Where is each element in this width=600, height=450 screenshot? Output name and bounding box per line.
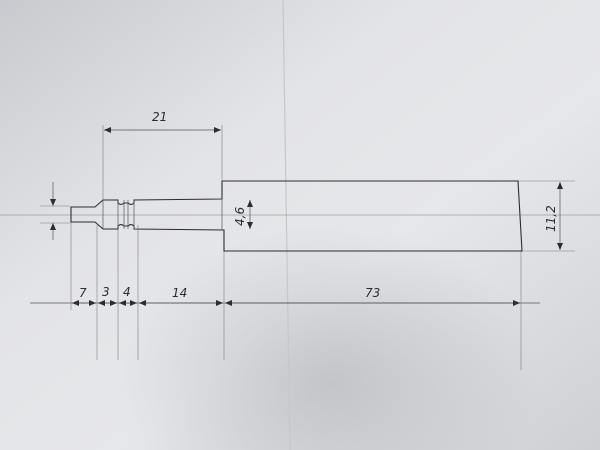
dimension-73-label: 73 — [365, 286, 380, 300]
dimension-4-6-label: 4,6 — [233, 207, 247, 226]
dimension-3-label: 3 — [102, 285, 110, 299]
dimension-4-label: 4 — [123, 285, 131, 299]
dimension-21-label: 21 — [152, 110, 167, 124]
dimension-7-label: 7 — [79, 286, 87, 300]
part-outline — [70, 180, 523, 252]
dimension-14-label: 14 — [172, 286, 187, 300]
dimension-11-2-label: 11,2 — [544, 205, 558, 232]
paper-fold — [282, 0, 291, 450]
